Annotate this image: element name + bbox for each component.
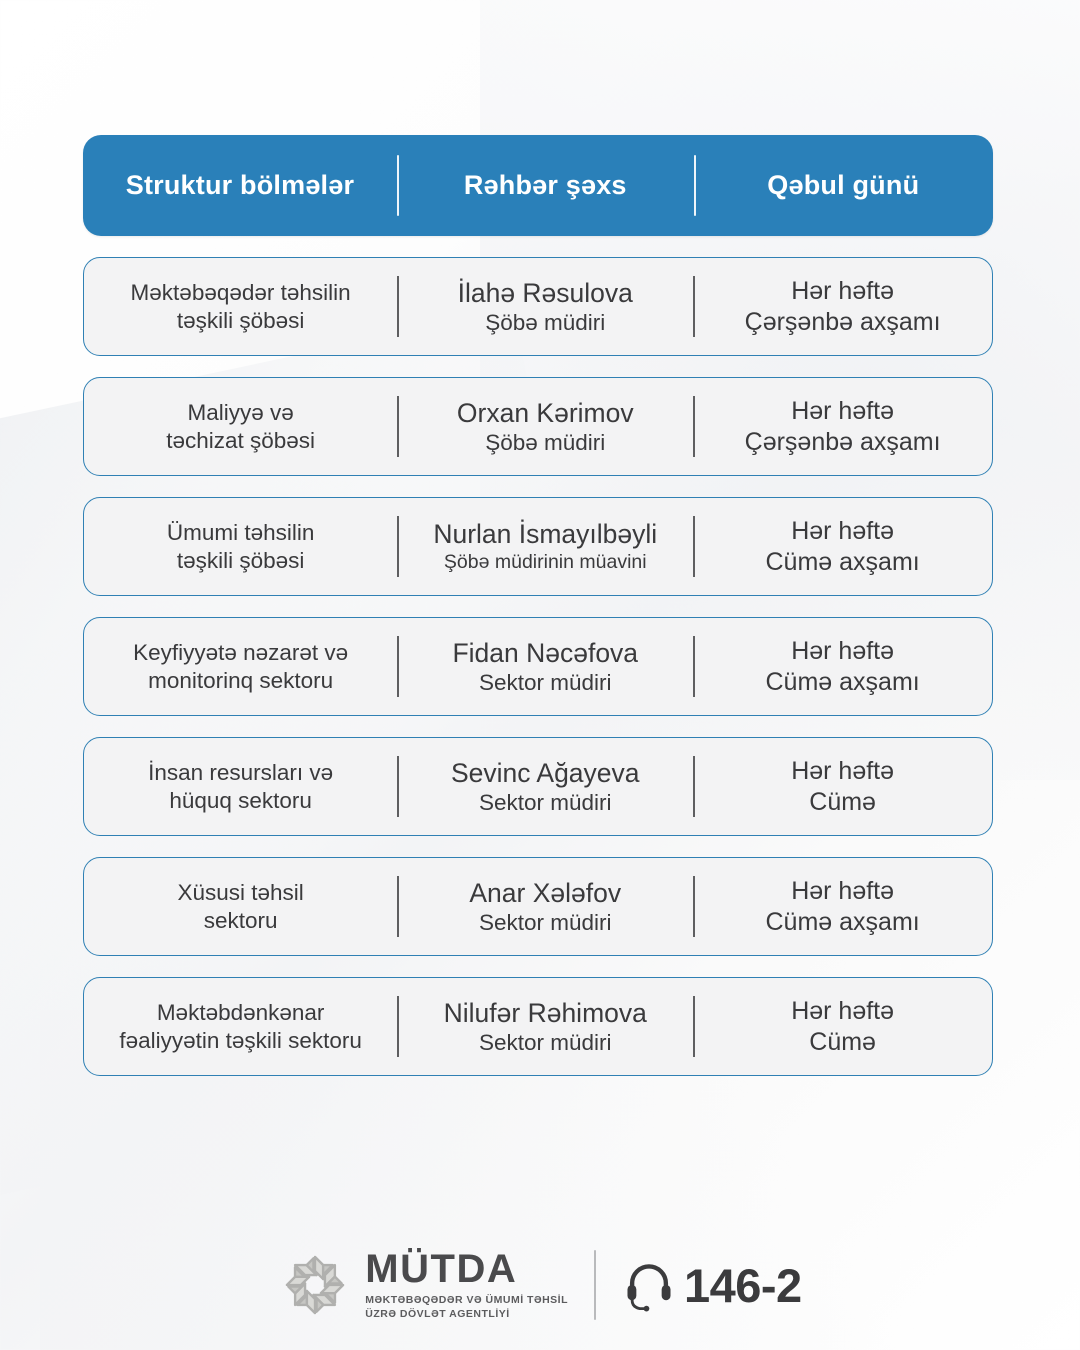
cell-structural-unit: Məktəbəqədər təhsilin təşkili şöbəsi <box>84 258 397 355</box>
unit-name-line-2: monitorinq sektoru <box>148 667 334 693</box>
column-header-label: Rəhbər şəxs <box>463 170 627 200</box>
person-name: Fidan Nəcəfova <box>452 637 639 668</box>
unit-name-line-1: Ümumi təhsilin <box>166 520 315 546</box>
unit-name-line-1: İnsan resursları və <box>148 760 334 786</box>
person-title: Sektor müdiri <box>478 909 612 935</box>
person-title: Sektor müdiri <box>478 789 612 815</box>
unit-name-line-2: fəaliyyətin təşkili sektoru <box>119 1027 362 1053</box>
cell-reception-day: Hər həftə Çərşənbə axşamı <box>693 258 992 355</box>
day-frequency: Hər həftə <box>791 997 895 1025</box>
cell-structural-unit: Keyfiyyətə nəzarət və monitorinq sektoru <box>84 618 397 715</box>
table-header-row: Struktur bölmələr Rəhbər şəxs Qəbul günü <box>83 135 993 236</box>
day-name: Cümə axşamı <box>765 907 920 936</box>
wordmark: MÜTDA MƏKTƏBƏQƏDƏR VƏ ÜMUMİ TƏHSİL ÜZRƏ … <box>365 1249 568 1321</box>
unit-name-line-1: Keyfiyyətə nəzarət və <box>133 640 349 666</box>
unit-name-line-1: Məktəbəqədər təhsilin <box>130 280 351 306</box>
day-frequency: Hər həftə <box>791 277 895 305</box>
day-frequency: Hər həftə <box>791 637 895 665</box>
person-name: Anar Xələfov <box>469 877 622 908</box>
cell-reception-day: Hər həftə Cümə axşamı <box>693 618 992 715</box>
person-title: Şöbə müdirinin müavini <box>443 550 647 573</box>
day-name: Cümə axşamı <box>765 667 920 696</box>
cell-structural-unit: İnsan resursları və hüquq sektoru <box>84 738 397 835</box>
column-header-responsible-person: Rəhbər şəxs <box>396 135 694 236</box>
cell-responsible-person: Nurlan İsmayılbəyli Şöbə müdirinin müavi… <box>397 498 693 595</box>
cell-responsible-person: İlahə Rəsulova Şöbə müdiri <box>397 258 693 355</box>
table-row: İnsan resursları və hüquq sektoru Sevinc… <box>83 737 993 836</box>
table-row: Maliyyə və təchizat şöbəsi Orxan Kərimov… <box>83 377 993 476</box>
column-header-reception-day: Qəbul günü <box>693 135 993 236</box>
cell-structural-unit: Məktəbdənkənar fəaliyyətin təşkili sekto… <box>84 978 397 1075</box>
table-row: Xüsusi təhsil sektoru Anar Xələfov Sekto… <box>83 857 993 956</box>
person-name: Orxan Kərimov <box>456 397 634 428</box>
column-header-label: Struktur bölmələr <box>125 170 355 200</box>
hotline-lockup: 146-2 <box>622 1258 802 1312</box>
person-name: Nilufər Rəhimova <box>443 997 647 1028</box>
unit-name-line-1: Maliyyə və <box>187 400 294 426</box>
cell-structural-unit: Ümumi təhsilin təşkili şöbəsi <box>84 498 397 595</box>
table-row: Məktəbdənkənar fəaliyyətin təşkili sekto… <box>83 977 993 1076</box>
cell-responsible-person: Sevinc Ağayeva Sektor müdiri <box>397 738 693 835</box>
cell-reception-day: Hər həftə Cümə axşamı <box>693 498 992 595</box>
snowflake-emblem-icon <box>278 1248 352 1322</box>
person-name: İlahə Rəsulova <box>457 277 633 308</box>
unit-name-line-2: təşkili şöbəsi <box>176 547 305 573</box>
day-name: Çərşənbə axşamı <box>744 307 941 336</box>
day-frequency: Hər həftə <box>791 517 895 545</box>
cell-responsible-person: Fidan Nəcəfova Sektor müdiri <box>397 618 693 715</box>
unit-name-line-2: sektoru <box>203 907 278 933</box>
person-title: Şöbə müdiri <box>485 309 606 335</box>
headset-icon <box>622 1258 676 1312</box>
day-frequency: Hər həftə <box>791 757 895 785</box>
hotline-number: 146-2 <box>683 1258 802 1312</box>
unit-name-line-1: Məktəbdənkənar <box>156 1000 325 1026</box>
column-header-label: Qəbul günü <box>767 170 920 200</box>
cell-responsible-person: Orxan Kərimov Şöbə müdiri <box>397 378 693 475</box>
table-row: Ümumi təhsilin təşkili şöbəsi Nurlan İsm… <box>83 497 993 596</box>
cell-reception-day: Hər həftə Cümə <box>693 738 992 835</box>
cell-structural-unit: Maliyyə və təchizat şöbəsi <box>84 378 397 475</box>
unit-name-line-1: Xüsusi təhsil <box>177 880 304 906</box>
day-frequency: Hər həftə <box>791 397 895 425</box>
brand-lockup: MÜTDA MƏKTƏBƏQƏDƏR VƏ ÜMUMİ TƏHSİL ÜZRƏ … <box>278 1248 568 1322</box>
brand-tagline-line-1: MƏKTƏBƏQƏDƏR VƏ ÜMUMİ TƏHSİL <box>365 1294 568 1307</box>
table-row: Keyfiyyətə nəzarət və monitorinq sektoru… <box>83 617 993 716</box>
footer: MÜTDA MƏKTƏBƏQƏDƏR VƏ ÜMUMİ TƏHSİL ÜZRƏ … <box>0 1248 1080 1322</box>
cell-reception-day: Hər həftə Çərşənbə axşamı <box>693 378 992 475</box>
unit-name-line-2: hüquq sektoru <box>169 787 312 813</box>
brand-tagline-line-2: ÜZRƏ DÖVLƏT AGENTLİYİ <box>365 1307 510 1320</box>
person-name: Nurlan İsmayılbəyli <box>433 519 658 550</box>
reception-schedule-table: Struktur bölmələr Rəhbər şəxs Qəbul günü… <box>83 135 993 1076</box>
day-name: Cümə axşamı <box>765 547 920 576</box>
day-name: Çərşənbə axşamı <box>744 427 941 456</box>
unit-name-line-2: təşkili şöbəsi <box>176 307 305 333</box>
day-name: Cümə <box>809 1027 876 1056</box>
person-name: Sevinc Ağayeva <box>450 757 640 788</box>
person-title: Sektor müdiri <box>478 669 612 695</box>
brand-tagline: MƏKTƏBƏQƏDƏR VƏ ÜMUMİ TƏHSİL ÜZRƏ DÖVLƏT… <box>365 1294 568 1321</box>
unit-name-line-2: təchizat şöbəsi <box>166 427 316 453</box>
cell-reception-day: Hər həftə Cümə <box>693 978 992 1075</box>
column-header-structural-units: Struktur bölmələr <box>83 135 397 236</box>
brand-name: MÜTDA <box>365 1247 518 1292</box>
footer-divider <box>593 1250 596 1320</box>
person-title: Şöbə müdiri <box>485 429 606 455</box>
table-row: Məktəbəqədər təhsilin təşkili şöbəsi İla… <box>83 257 993 356</box>
day-name: Cümə <box>809 787 876 816</box>
person-title: Sektor müdiri <box>478 1029 612 1055</box>
cell-responsible-person: Anar Xələfov Sektor müdiri <box>397 858 693 955</box>
cell-reception-day: Hər həftə Cümə axşamı <box>693 858 992 955</box>
cell-responsible-person: Nilufər Rəhimova Sektor müdiri <box>397 978 693 1075</box>
day-frequency: Hər həftə <box>791 877 895 905</box>
cell-structural-unit: Xüsusi təhsil sektoru <box>84 858 397 955</box>
